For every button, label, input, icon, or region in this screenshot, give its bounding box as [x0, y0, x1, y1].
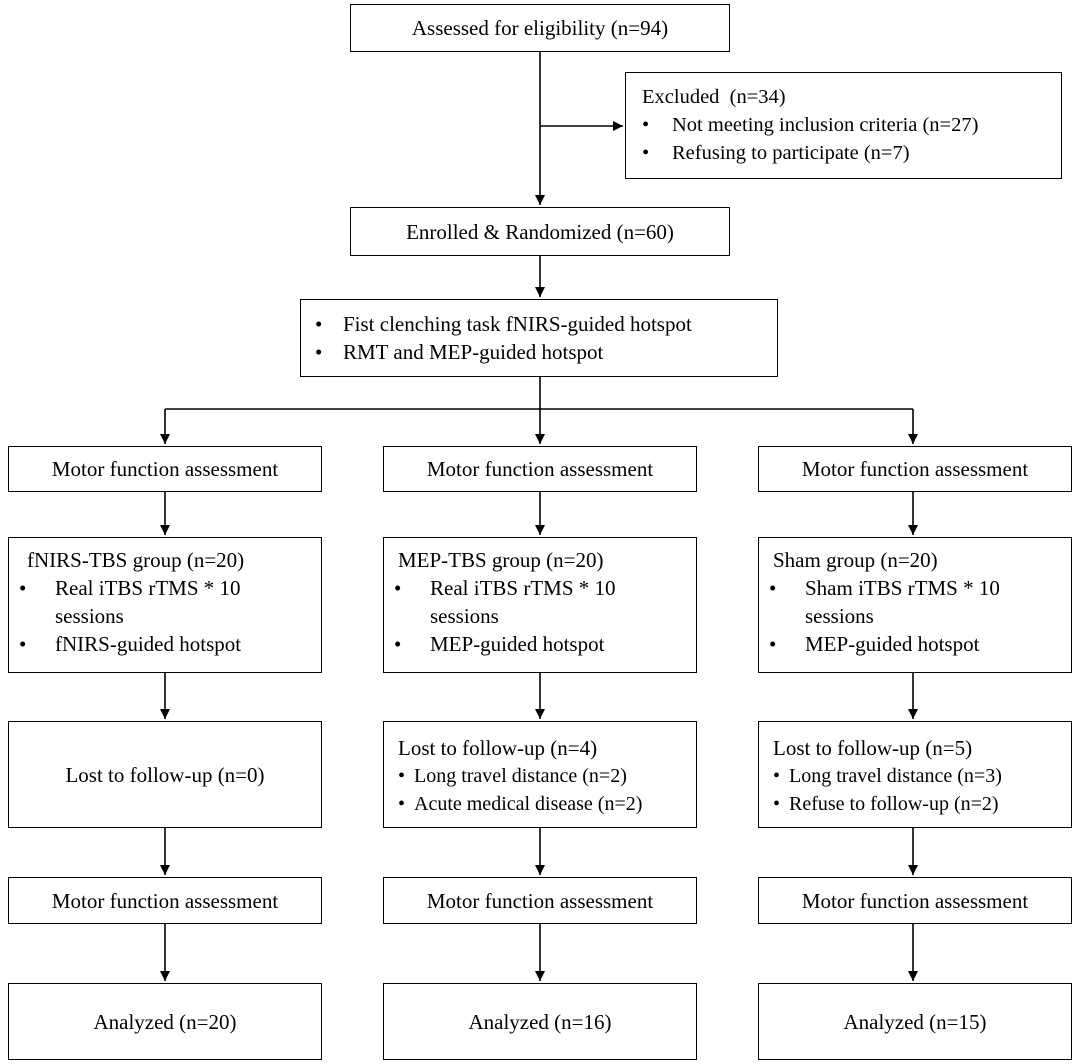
group-item: Real iTBS rTMS * 10 sessions [9, 574, 315, 630]
lost-box-2: Lost to follow-up (n=4) Long travel dist… [383, 721, 697, 828]
pre-assessment-box-3: Motor function assessment [758, 446, 1072, 492]
lost-box-1: Lost to follow-up (n=0) [8, 721, 322, 828]
post-assessment-box-1: Motor function assessment [8, 877, 322, 924]
analyzed-text: Analyzed (n=16) [468, 1009, 612, 1034]
analyzed-box-1: Analyzed (n=20) [8, 983, 322, 1060]
pre-assessment-text: Motor function assessment [51, 457, 279, 481]
assessed-box: Assessed for eligibility (n=94) [350, 4, 730, 52]
group-box-1: fNIRS-TBS group (n=20) Real iTBS rTMS * … [8, 537, 322, 673]
group-title: MEP-TBS group (n=20) [398, 548, 604, 572]
excluded-title: Excluded (n=34) [642, 86, 786, 108]
group-list: Real iTBS rTMS * 10 sessions fNIRS-guide… [9, 574, 315, 658]
excluded-item: Refusing to participate (n=7) [642, 139, 1053, 167]
group-list: Real iTBS rTMS * 10 sessions MEP-guided … [384, 574, 690, 658]
post-assessment-text: Motor function assessment [51, 888, 279, 913]
group-title: Sham group (n=20) [773, 548, 938, 572]
lost-item: Long travel distance (n=2) [398, 762, 690, 790]
post-assessment-box-2: Motor function assessment [383, 877, 697, 924]
analyzed-box-2: Analyzed (n=16) [383, 983, 697, 1060]
lost-title: Lost to follow-up (n=4) [398, 736, 598, 760]
lost-title: Lost to follow-up (n=5) [773, 736, 973, 760]
hotspot-item: RMT and MEP-guided hotspot [309, 338, 771, 366]
pre-assessment-box-1: Motor function assessment [8, 446, 322, 492]
lost-item: Acute medical disease (n=2) [398, 790, 690, 818]
pre-assessment-text: Motor function assessment [426, 457, 654, 481]
hotspot-item: Fist clenching task fNIRS-guided hotspot [309, 310, 771, 338]
lost-title: Lost to follow-up (n=0) [65, 762, 265, 787]
hotspot-box: Fist clenching task fNIRS-guided hotspot… [300, 299, 778, 377]
analyzed-box-3: Analyzed (n=15) [758, 983, 1072, 1060]
lost-item: Refuse to follow-up (n=2) [773, 790, 1065, 818]
assessed-text: Assessed for eligibility (n=94) [411, 16, 669, 40]
group-box-3: Sham group (n=20) Sham iTBS rTMS * 10 se… [758, 537, 1072, 673]
group-box-2: MEP-TBS group (n=20) Real iTBS rTMS * 10… [383, 537, 697, 673]
group-item: MEP-guided hotspot [759, 630, 1065, 658]
excluded-box: Excluded (n=34) Not meeting inclusion cr… [625, 72, 1062, 179]
group-list: Sham iTBS rTMS * 10 sessions MEP-guided … [759, 574, 1065, 658]
pre-assessment-text: Motor function assessment [801, 457, 1029, 481]
group-item: fNIRS-guided hotspot [9, 630, 315, 658]
post-assessment-box-3: Motor function assessment [758, 877, 1072, 924]
lost-list: Long travel distance (n=2) Acute medical… [398, 762, 690, 818]
lost-list: Long travel distance (n=3) Refuse to fol… [773, 762, 1065, 818]
group-item: Sham iTBS rTMS * 10 sessions [759, 574, 1065, 630]
lost-box-3: Lost to follow-up (n=5) Long travel dist… [758, 721, 1072, 828]
group-item: MEP-guided hotspot [384, 630, 690, 658]
enrolled-box: Enrolled & Randomized (n=60) [350, 207, 730, 256]
enrolled-text: Enrolled & Randomized (n=60) [406, 219, 674, 244]
analyzed-text: Analyzed (n=20) [93, 1009, 237, 1034]
pre-assessment-box-2: Motor function assessment [383, 446, 697, 492]
analyzed-text: Analyzed (n=15) [843, 1009, 987, 1034]
post-assessment-text: Motor function assessment [426, 888, 654, 913]
hotspot-list: Fist clenching task fNIRS-guided hotspot… [309, 310, 771, 366]
group-item: Real iTBS rTMS * 10 sessions [384, 574, 690, 630]
excluded-list: Not meeting inclusion criteria (n=27) Re… [642, 111, 1053, 167]
group-title: fNIRS-TBS group (n=20) [27, 548, 245, 572]
post-assessment-text: Motor function assessment [801, 888, 1029, 913]
excluded-item: Not meeting inclusion criteria (n=27) [642, 111, 1053, 139]
lost-item: Long travel distance (n=3) [773, 762, 1065, 790]
